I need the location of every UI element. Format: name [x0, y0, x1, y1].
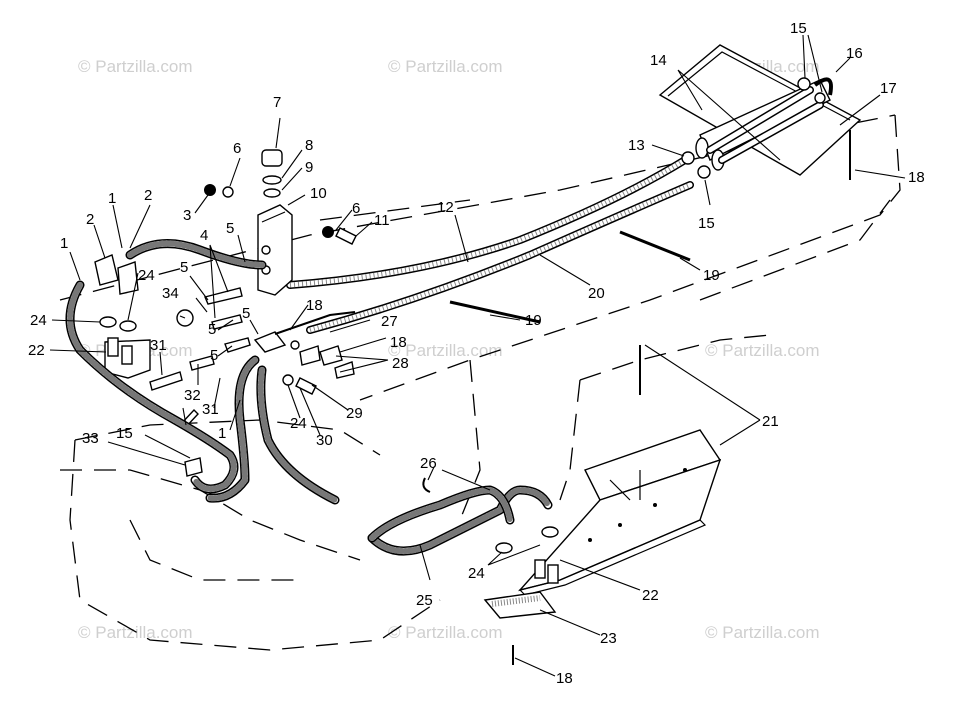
callout-5: 5: [208, 321, 216, 338]
callout-23: 23: [600, 630, 617, 647]
watermark: © Partzilla.com: [78, 57, 193, 76]
callout-21: 21: [762, 413, 779, 430]
callout-24: 24: [138, 267, 155, 284]
callout-29: 29: [346, 405, 363, 422]
callout-27: 27: [381, 313, 398, 330]
callout-4: 4: [200, 227, 208, 244]
callout-24: 24: [468, 565, 485, 582]
callout-5: 5: [242, 305, 250, 322]
callout-19: 19: [525, 312, 542, 329]
long-tubes: [286, 151, 711, 334]
callout-1: 1: [108, 190, 116, 207]
callout-22: 22: [642, 587, 659, 604]
callout-12: 12: [437, 199, 454, 216]
callout-26: 26: [420, 455, 437, 472]
small-hardware: [94, 130, 851, 665]
callout-34: 34: [162, 285, 179, 302]
callout-labels: 1 1 1 2 2 3 4 5 5 5 5 5 6 6 7 8 9 10 11 …: [28, 20, 925, 687]
callout-33: 33: [82, 430, 99, 447]
callout-17: 17: [880, 80, 897, 97]
callout-3: 3: [183, 207, 191, 224]
callout-5: 5: [226, 220, 234, 237]
watermark: © Partzilla.com: [78, 623, 193, 642]
callout-25: 25: [416, 592, 433, 609]
callout-31: 31: [202, 401, 219, 418]
watermark: © Partzilla.com: [388, 623, 503, 642]
hoses: [65, 239, 553, 556]
watermark: © Partzilla.com: [388, 57, 503, 76]
callout-5: 5: [210, 347, 218, 364]
callout-1: 1: [218, 425, 226, 442]
callout-19: 19: [703, 267, 720, 284]
leader-lines: [49, 34, 906, 677]
callout-2: 2: [86, 211, 94, 228]
plate-23-texture: [491, 595, 541, 607]
callout-22: 22: [28, 342, 45, 359]
callout-7: 7: [273, 94, 281, 111]
callout-2: 2: [144, 187, 152, 204]
callout-14: 14: [650, 52, 667, 69]
callout-11: 11: [374, 212, 390, 229]
callout-6: 6: [352, 200, 360, 217]
callout-9: 9: [305, 159, 313, 176]
callout-28: 28: [392, 355, 409, 372]
coolant-bottle: [257, 149, 293, 296]
watermark: © Partzilla.com: [705, 623, 820, 642]
callout-32: 32: [184, 387, 201, 404]
callout-5: 5: [180, 259, 188, 276]
callout-18: 18: [556, 670, 573, 687]
callout-16: 16: [846, 45, 863, 62]
callout-18: 18: [306, 297, 323, 314]
callout-15: 15: [698, 215, 715, 232]
callout-8: 8: [305, 137, 313, 154]
callout-6: 6: [233, 140, 241, 157]
callout-24: 24: [30, 312, 47, 329]
callout-18: 18: [390, 334, 407, 351]
callout-20: 20: [588, 285, 605, 302]
callout-30: 30: [316, 432, 333, 449]
watermark: © Partzilla.com: [388, 341, 503, 360]
watermark: © Partzilla.com: [705, 341, 820, 360]
callout-15: 15: [116, 425, 133, 442]
callout-18: 18: [908, 169, 925, 186]
callout-13: 13: [628, 137, 645, 154]
callout-31: 31: [150, 337, 167, 354]
callout-24: 24: [290, 415, 307, 432]
front-heat-exchanger: [658, 44, 862, 176]
callout-15: 15: [790, 20, 807, 37]
callout-10: 10: [310, 185, 327, 202]
callout-1: 1: [60, 235, 68, 252]
